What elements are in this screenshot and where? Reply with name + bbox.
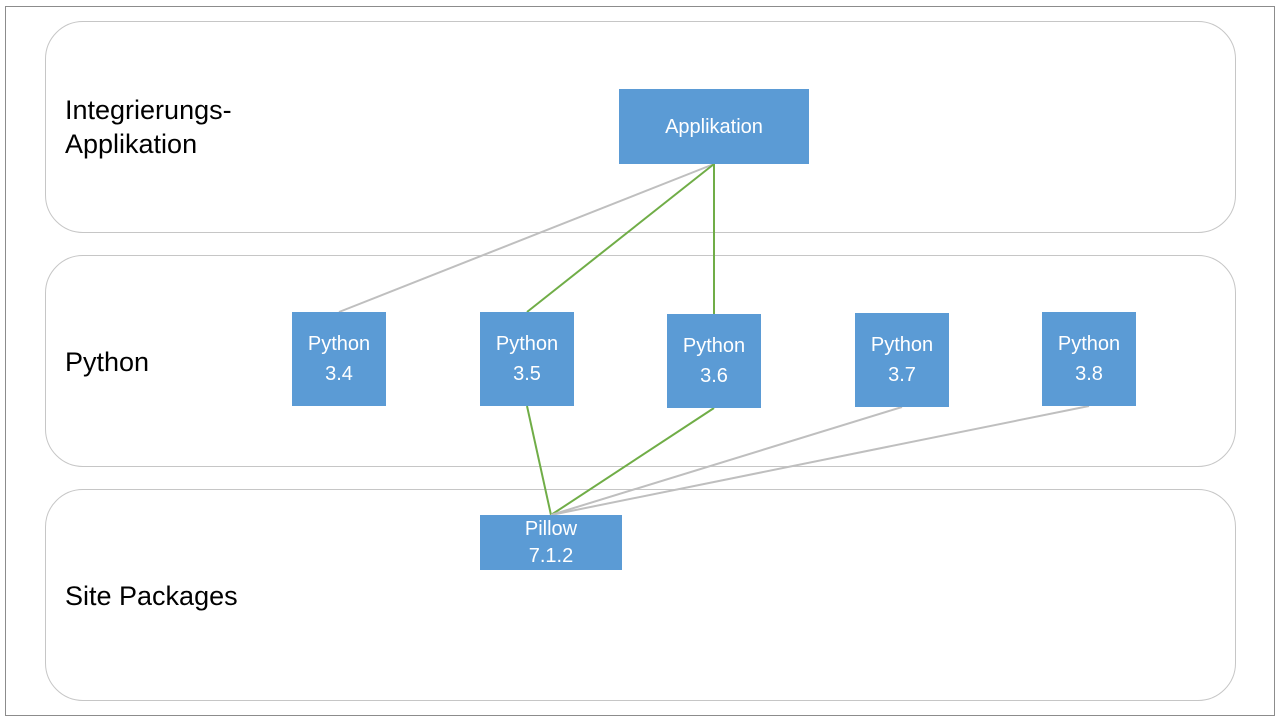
connector-python-35-pillow (526, 405, 552, 516)
node-python-38-name: Python (1057, 333, 1121, 355)
node-python-38: Python 3.8 (1042, 312, 1136, 406)
node-python-36-name: Python (682, 335, 746, 357)
layer-label-integration: Integrierungs- Applikation (65, 95, 232, 159)
connector-python-36-pillow (550, 407, 715, 516)
connector-applikation-python-35 (526, 163, 715, 313)
layer-label-site-packages: Site Packages (65, 581, 238, 611)
connector-python-37-pillow (550, 406, 903, 516)
node-python-34-name: Python (307, 333, 371, 355)
node-python-36: Python 3.6 (667, 314, 761, 408)
node-python-38-version: 3.8 (1075, 363, 1103, 385)
node-pillow-version: 7.1.2 (528, 544, 574, 567)
slide-frame (5, 6, 1275, 716)
node-pillow: Pillow 7.1.2 (480, 515, 622, 570)
connector-applikation-python-34 (338, 163, 715, 313)
layer-site-packages (45, 489, 1236, 701)
node-python-35-version: 3.5 (513, 363, 541, 385)
node-python-37-name: Python (870, 334, 934, 356)
node-python-35-name: Python (495, 333, 559, 355)
connector-python-38-pillow (550, 405, 1090, 516)
layer-python (45, 255, 1236, 467)
node-python-37-version: 3.7 (888, 364, 916, 386)
node-python-34: Python 3.4 (292, 312, 386, 406)
node-pillow-name: Pillow (524, 517, 578, 540)
node-applikation-label: Applikation (665, 115, 763, 138)
layer-label-python: Python (65, 347, 150, 377)
node-python-36-version: 3.6 (700, 365, 728, 387)
layer-integration-application (45, 21, 1236, 233)
node-applikation: Applikation (619, 89, 809, 164)
node-python-35: Python 3.5 (480, 312, 574, 406)
node-python-34-version: 3.4 (325, 363, 353, 385)
node-python-37: Python 3.7 (855, 313, 949, 407)
